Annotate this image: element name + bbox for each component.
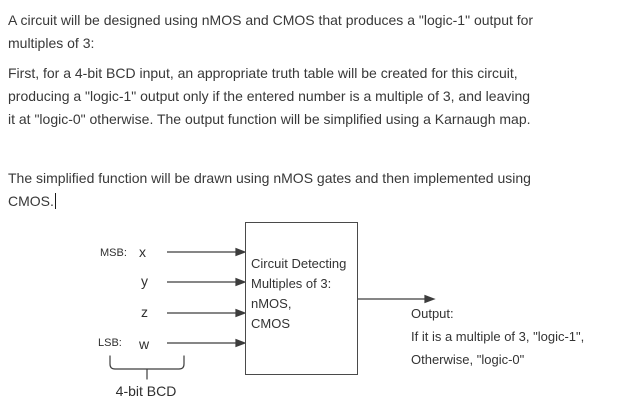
output-annotation-line: Output: [411, 306, 454, 321]
text-line[interactable]: The simplified function will be drawn us… [8, 170, 531, 186]
text-line[interactable]: First, for a 4-bit BCD input, an appropr… [8, 65, 518, 81]
arrowhead-icon [235, 338, 247, 348]
lsb-label: LSB: [98, 337, 122, 349]
circuit-block: Circuit Detecting Multiples of 3: nMOS, … [245, 222, 358, 375]
output-annotation-line: If it is a multiple of 3, "logic-1", [411, 329, 585, 344]
arrowhead-icon [235, 277, 247, 287]
text-line[interactable]: it at "logic-0" otherwise. The output fu… [8, 111, 531, 127]
circuit-block-text: Circuit Detecting [251, 256, 347, 271]
text-line[interactable]: A circuit will be designed using nMOS an… [8, 12, 534, 28]
text-line[interactable]: multiples of 3: [8, 35, 95, 51]
arrowhead-icon [235, 247, 247, 257]
group-bracket [109, 355, 185, 380]
circuit-block-text: Multiples of 3: [251, 276, 332, 291]
text-cursor [54, 193, 56, 209]
output-annotation-line: Otherwise, "logic-0" [411, 352, 525, 367]
arrowhead-icon [424, 294, 436, 304]
arrowhead-icon [235, 308, 247, 318]
signal-label-w: w [139, 336, 150, 352]
signal-label-y: y [141, 273, 148, 289]
text-line-end: CMOS. [8, 193, 54, 209]
text-line[interactable]: CMOS. [8, 190, 56, 213]
text-line[interactable]: producing a "logic-1" output only if the… [8, 88, 531, 104]
circuit-block-text: nMOS, [251, 296, 292, 311]
signal-label-x: x [139, 244, 146, 260]
msb-label: MSB: [100, 247, 127, 259]
output-annotation: Output: If it is a multiple of 3, "logic… [411, 302, 584, 371]
circuit-block-text: CMOS [251, 316, 290, 331]
signal-label-z: z [141, 304, 148, 320]
bcd-group-label: 4-bit BCD [115, 383, 177, 399]
